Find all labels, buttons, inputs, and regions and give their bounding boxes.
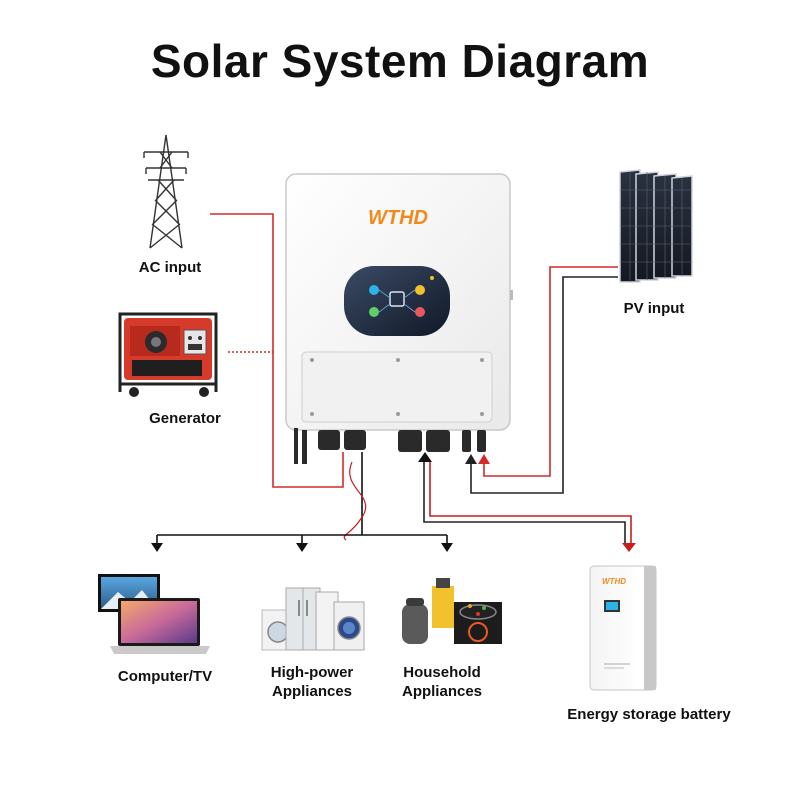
battery-label: Energy storage battery — [567, 706, 731, 723]
page-title: Solar System Diagram — [150, 35, 650, 87]
household-appliances-icon — [402, 578, 502, 644]
household-line1: Household — [403, 664, 481, 681]
battery-wire-red — [429, 462, 632, 545]
battery-icon — [589, 565, 657, 691]
battery-wire-black — [423, 462, 626, 545]
transmission-tower-icon — [143, 134, 189, 249]
load-arrow-computer — [151, 543, 163, 552]
pv-negative-wire — [470, 276, 618, 494]
battery-up-arrow — [418, 452, 432, 462]
high-power-appliances-icon — [261, 587, 365, 651]
inverter-brand-logo: WTHD — [368, 207, 428, 229]
high-power-line2: Appliances — [271, 683, 353, 700]
battery-down-arrow — [622, 543, 636, 552]
computer-tv-icon — [98, 574, 210, 654]
ac-input-wire — [210, 213, 344, 488]
generator-icon — [118, 312, 218, 397]
ac-input-label: AC input — [138, 259, 202, 276]
battery-brand-logo: WTHD — [602, 577, 626, 586]
load-arrow-high-power — [296, 543, 308, 552]
pv-input-label: PV input — [623, 300, 685, 317]
high-power-line1: High-power — [270, 664, 354, 681]
high-power-appliances-label: High-power Appliances — [252, 663, 372, 701]
pv-negative-arrow — [465, 454, 477, 464]
household-line2: Appliances — [401, 683, 483, 700]
solar-panel-icon — [619, 169, 693, 283]
pv-positive-arrow — [478, 454, 490, 464]
computer-tv-label: Computer/TV — [117, 668, 213, 685]
load-bus-wire — [156, 534, 448, 545]
generator-label: Generator — [149, 410, 221, 427]
load-arrow-household — [441, 543, 453, 552]
household-appliances-label: Household Appliances — [382, 663, 502, 701]
pv-positive-wire — [483, 266, 618, 477]
inverter-icon — [285, 173, 513, 464]
